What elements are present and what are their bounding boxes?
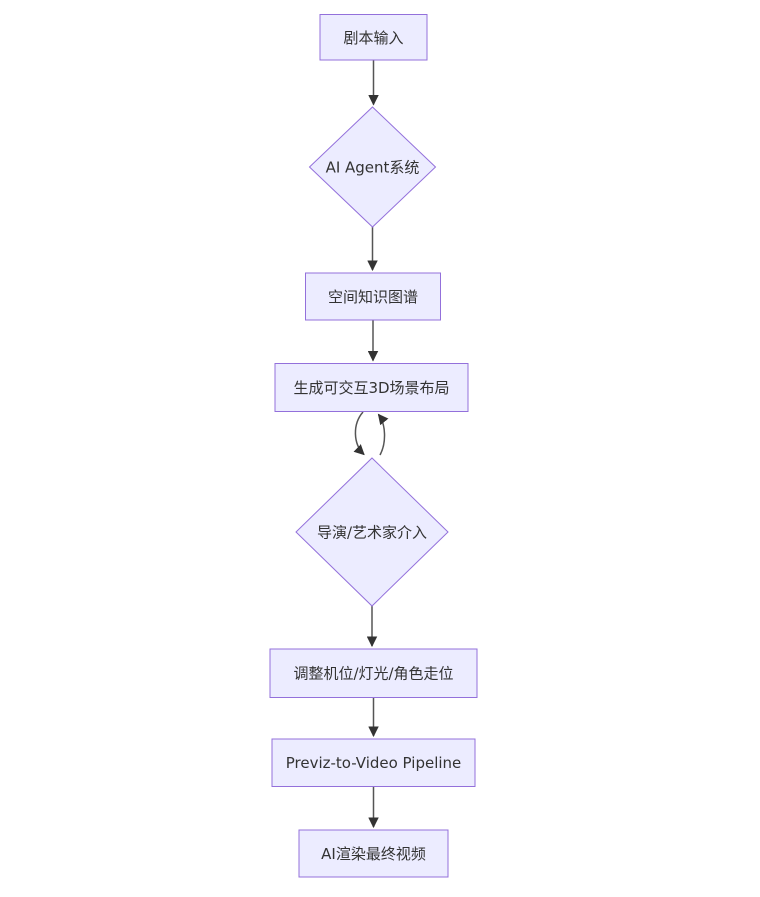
previz-to-video-pipeline-label: Previz-to-Video Pipeline — [286, 754, 462, 772]
ai-render-final-video-label: AI渲染最终视频 — [321, 845, 426, 863]
director-artist-intervention-diamond — [295, 457, 449, 607]
spatial-knowledge-graph-label: 空间知识图谱 — [328, 288, 418, 306]
node-previz-to-video-pipeline: Previz-to-Video Pipeline — [271, 738, 476, 787]
director-artist-intervention-label: 导演/艺术家介入 — [317, 523, 427, 541]
ai-agent-system-label: AI Agent系统 — [326, 158, 420, 176]
edge-director-to-scene-layout-loop-up — [377, 413, 389, 456]
previz-to-video-pipeline-box — [271, 738, 476, 787]
node-ai-agent-system: AI Agent系统 — [308, 106, 437, 228]
ai-agent-system-diamond — [308, 106, 437, 228]
3d-scene-layout-box — [274, 363, 469, 412]
node-3d-scene-layout: 生成可交互3D场景布局 — [274, 363, 469, 412]
edge-scene-layout-to-director-loop-down — [353, 411, 365, 456]
node-director-artist-intervention: 导演/艺术家介入 — [295, 457, 449, 607]
adjust-camera-lighting-blocking-box — [269, 648, 478, 698]
node-script-input: 剧本输入 — [319, 14, 428, 61]
script-input-box — [319, 14, 428, 61]
script-input-label: 剧本输入 — [343, 29, 403, 47]
node-ai-render-final-video: AI渲染最终视频 — [298, 829, 449, 878]
node-adjust-camera-lighting-blocking: 调整机位/灯光/角色走位 — [269, 648, 478, 698]
3d-scene-layout-label: 生成可交互3D场景布局 — [293, 379, 449, 397]
node-spatial-knowledge-graph: 空间知识图谱 — [305, 272, 441, 321]
spatial-knowledge-graph-box — [305, 272, 441, 321]
adjust-camera-lighting-blocking-label: 调整机位/灯光/角色走位 — [293, 664, 453, 682]
ai-render-final-video-box — [298, 829, 449, 878]
